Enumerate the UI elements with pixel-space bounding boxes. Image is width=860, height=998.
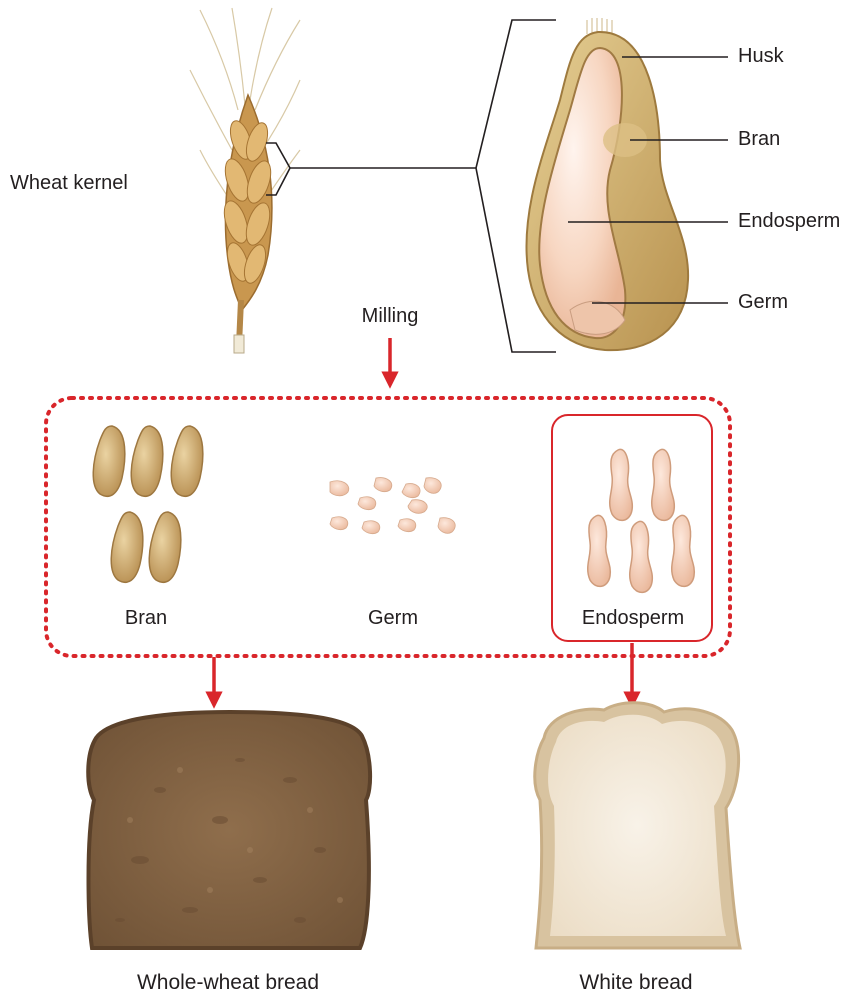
kernel-cross-section — [526, 18, 688, 350]
white-bread-image — [535, 703, 740, 948]
endosperm-pieces — [588, 449, 695, 592]
endosperm-component-label: Endosperm — [582, 608, 684, 628]
white-bread-caption: White bread — [579, 972, 692, 993]
bran-pieces — [93, 426, 203, 582]
husk-label: Husk — [738, 46, 784, 66]
bran-component-label: Bran — [125, 608, 167, 628]
germ-component-label: Germ — [368, 608, 418, 628]
kernel-callout-lines — [266, 20, 556, 352]
milling-label: Milling — [362, 306, 419, 326]
germ-pieces — [330, 478, 455, 534]
wheat-kernel-label: Wheat kernel — [10, 173, 128, 193]
whole-wheat-bread-image — [88, 712, 370, 948]
whole-wheat-bread-caption: Whole-wheat bread — [137, 972, 319, 993]
germ-part-label: Germ — [738, 292, 788, 312]
bran-part-label: Bran — [738, 129, 780, 149]
endosperm-part-label: Endosperm — [738, 211, 840, 231]
